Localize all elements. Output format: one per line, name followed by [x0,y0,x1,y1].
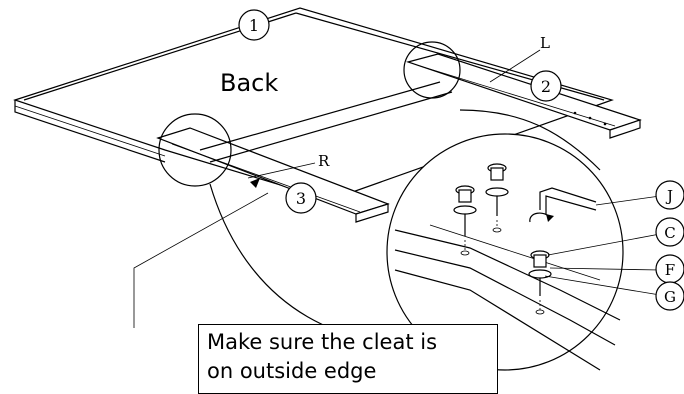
screw-2 [485,163,509,233]
callout-3: 3 [285,182,317,214]
svg-text:F: F [665,261,675,279]
svg-text:C: C [664,224,675,242]
label-l: L [540,34,550,52]
label-r: R [318,152,330,170]
screw-3 [528,250,552,315]
svg-text:1: 1 [249,16,259,35]
callout-g: G [655,281,684,311]
svg-text:J: J [665,187,673,205]
screw-1 [453,185,477,256]
svg-text:3: 3 [296,189,306,208]
stretcher [199,81,453,163]
assembly-diagram: 1 2 3 L R J C F G Back [13,7,684,371]
svg-text:G: G [664,288,676,306]
note-box: Make sure the cleat is on outside edge [198,324,498,394]
note-line-1: Make sure the cleat is [207,330,438,354]
callout-j: J [655,180,684,210]
detail-circle-left [158,113,232,187]
hex-key [529,187,597,223]
magnified-detail [209,109,661,371]
note-line-2: on outside edge [207,359,377,383]
svg-text:2: 2 [541,77,551,96]
callout-1: 1 [238,9,270,41]
leader-lines [544,195,661,296]
callout-2: 2 [530,70,562,102]
callout-f: F [655,254,684,284]
panel-label-back: Back [220,69,278,97]
cleat-left [405,53,642,139]
detail-circle-top [403,41,461,99]
callout-c: C [655,217,684,247]
